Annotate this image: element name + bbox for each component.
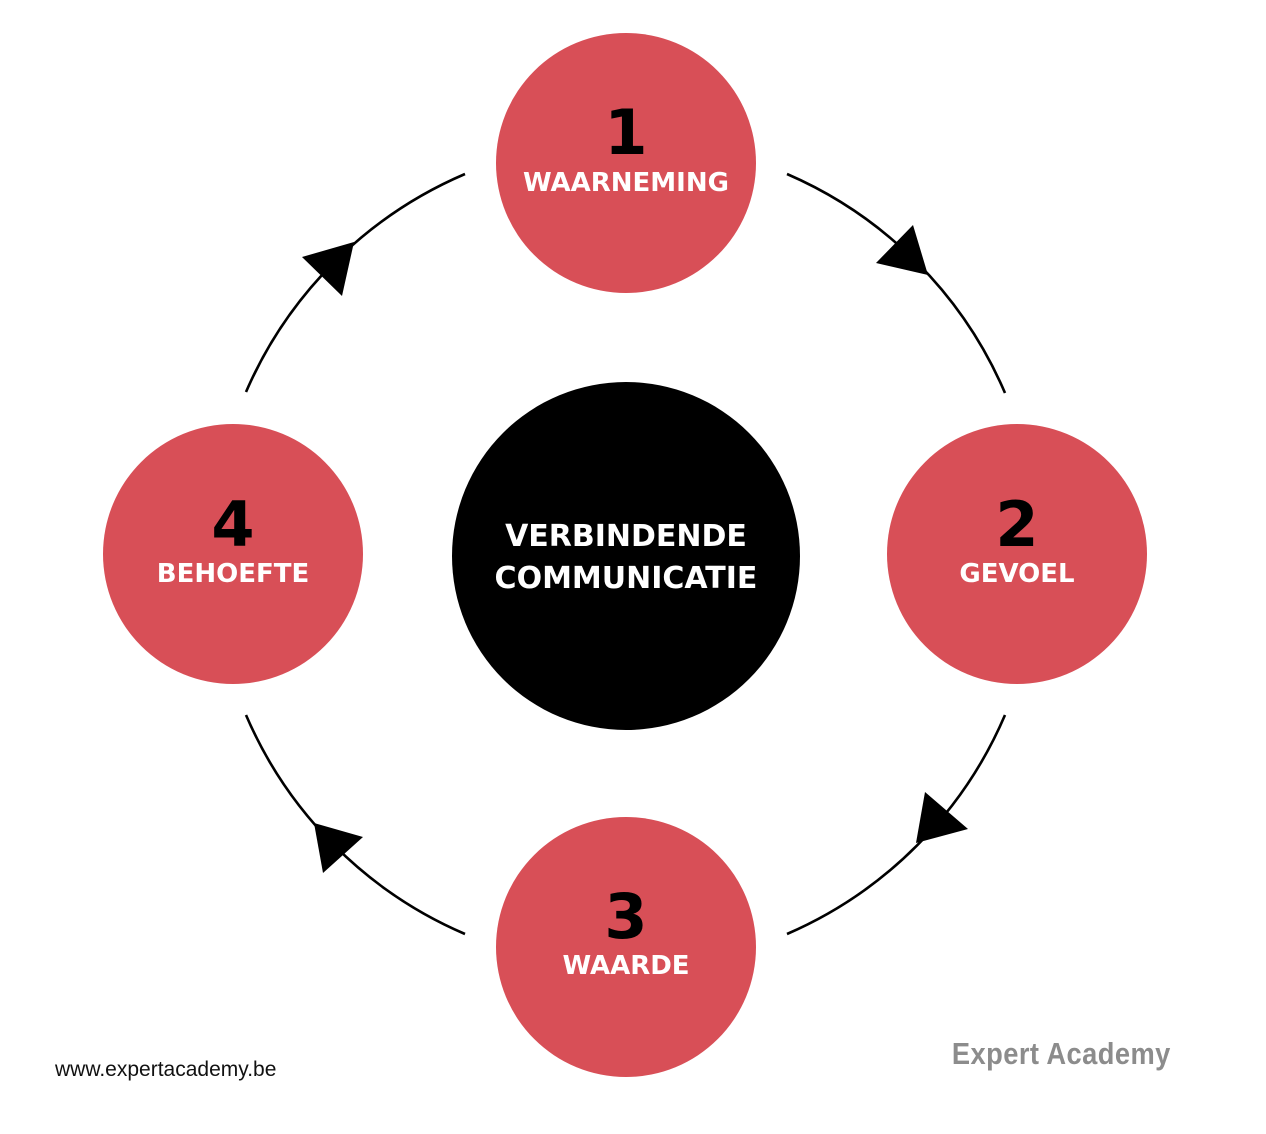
footer-url: www.expertacademy.be: [55, 1058, 277, 1081]
step-4-number: 4: [211, 488, 254, 561]
center-node: VERBINDENDE COMMUNICATIE: [452, 382, 800, 730]
arrow-1-to-2-icon: [876, 225, 928, 275]
footer-brand-logo: Expert Academy: [952, 1036, 1171, 1071]
step-1-label: WAARNEMING: [523, 168, 729, 198]
arrow-4-to-1-icon: [302, 242, 354, 296]
step-3-number: 3: [604, 880, 647, 953]
arc-2-to-3: [786, 714, 1007, 936]
step-2-number: 2: [995, 488, 1038, 561]
step-2-label: GEVOEL: [959, 559, 1074, 589]
center-label-line1: VERBINDENDE: [505, 519, 747, 554]
step-3-label: WAARDE: [562, 951, 689, 981]
arc-3-to-4: [244, 714, 466, 936]
arrow-2-to-3-icon: [916, 792, 968, 843]
step-node-1: 1 WAARNEMING: [496, 33, 756, 293]
step-4-label: BEHOEFTE: [157, 559, 309, 589]
arc-4-to-1: [244, 172, 466, 393]
step-node-4: 4 BEHOEFTE: [103, 424, 363, 684]
cycle-arrows: [302, 225, 968, 873]
center-label-line2: COMMUNICATIE: [495, 561, 758, 596]
step-node-2: 2 GEVOEL: [887, 424, 1147, 684]
arrow-3-to-4-icon: [314, 823, 363, 873]
step-node-3: 3 WAARDE: [496, 817, 756, 1077]
step-1-number: 1: [604, 96, 647, 169]
arc-1-to-2: [786, 172, 1007, 394]
